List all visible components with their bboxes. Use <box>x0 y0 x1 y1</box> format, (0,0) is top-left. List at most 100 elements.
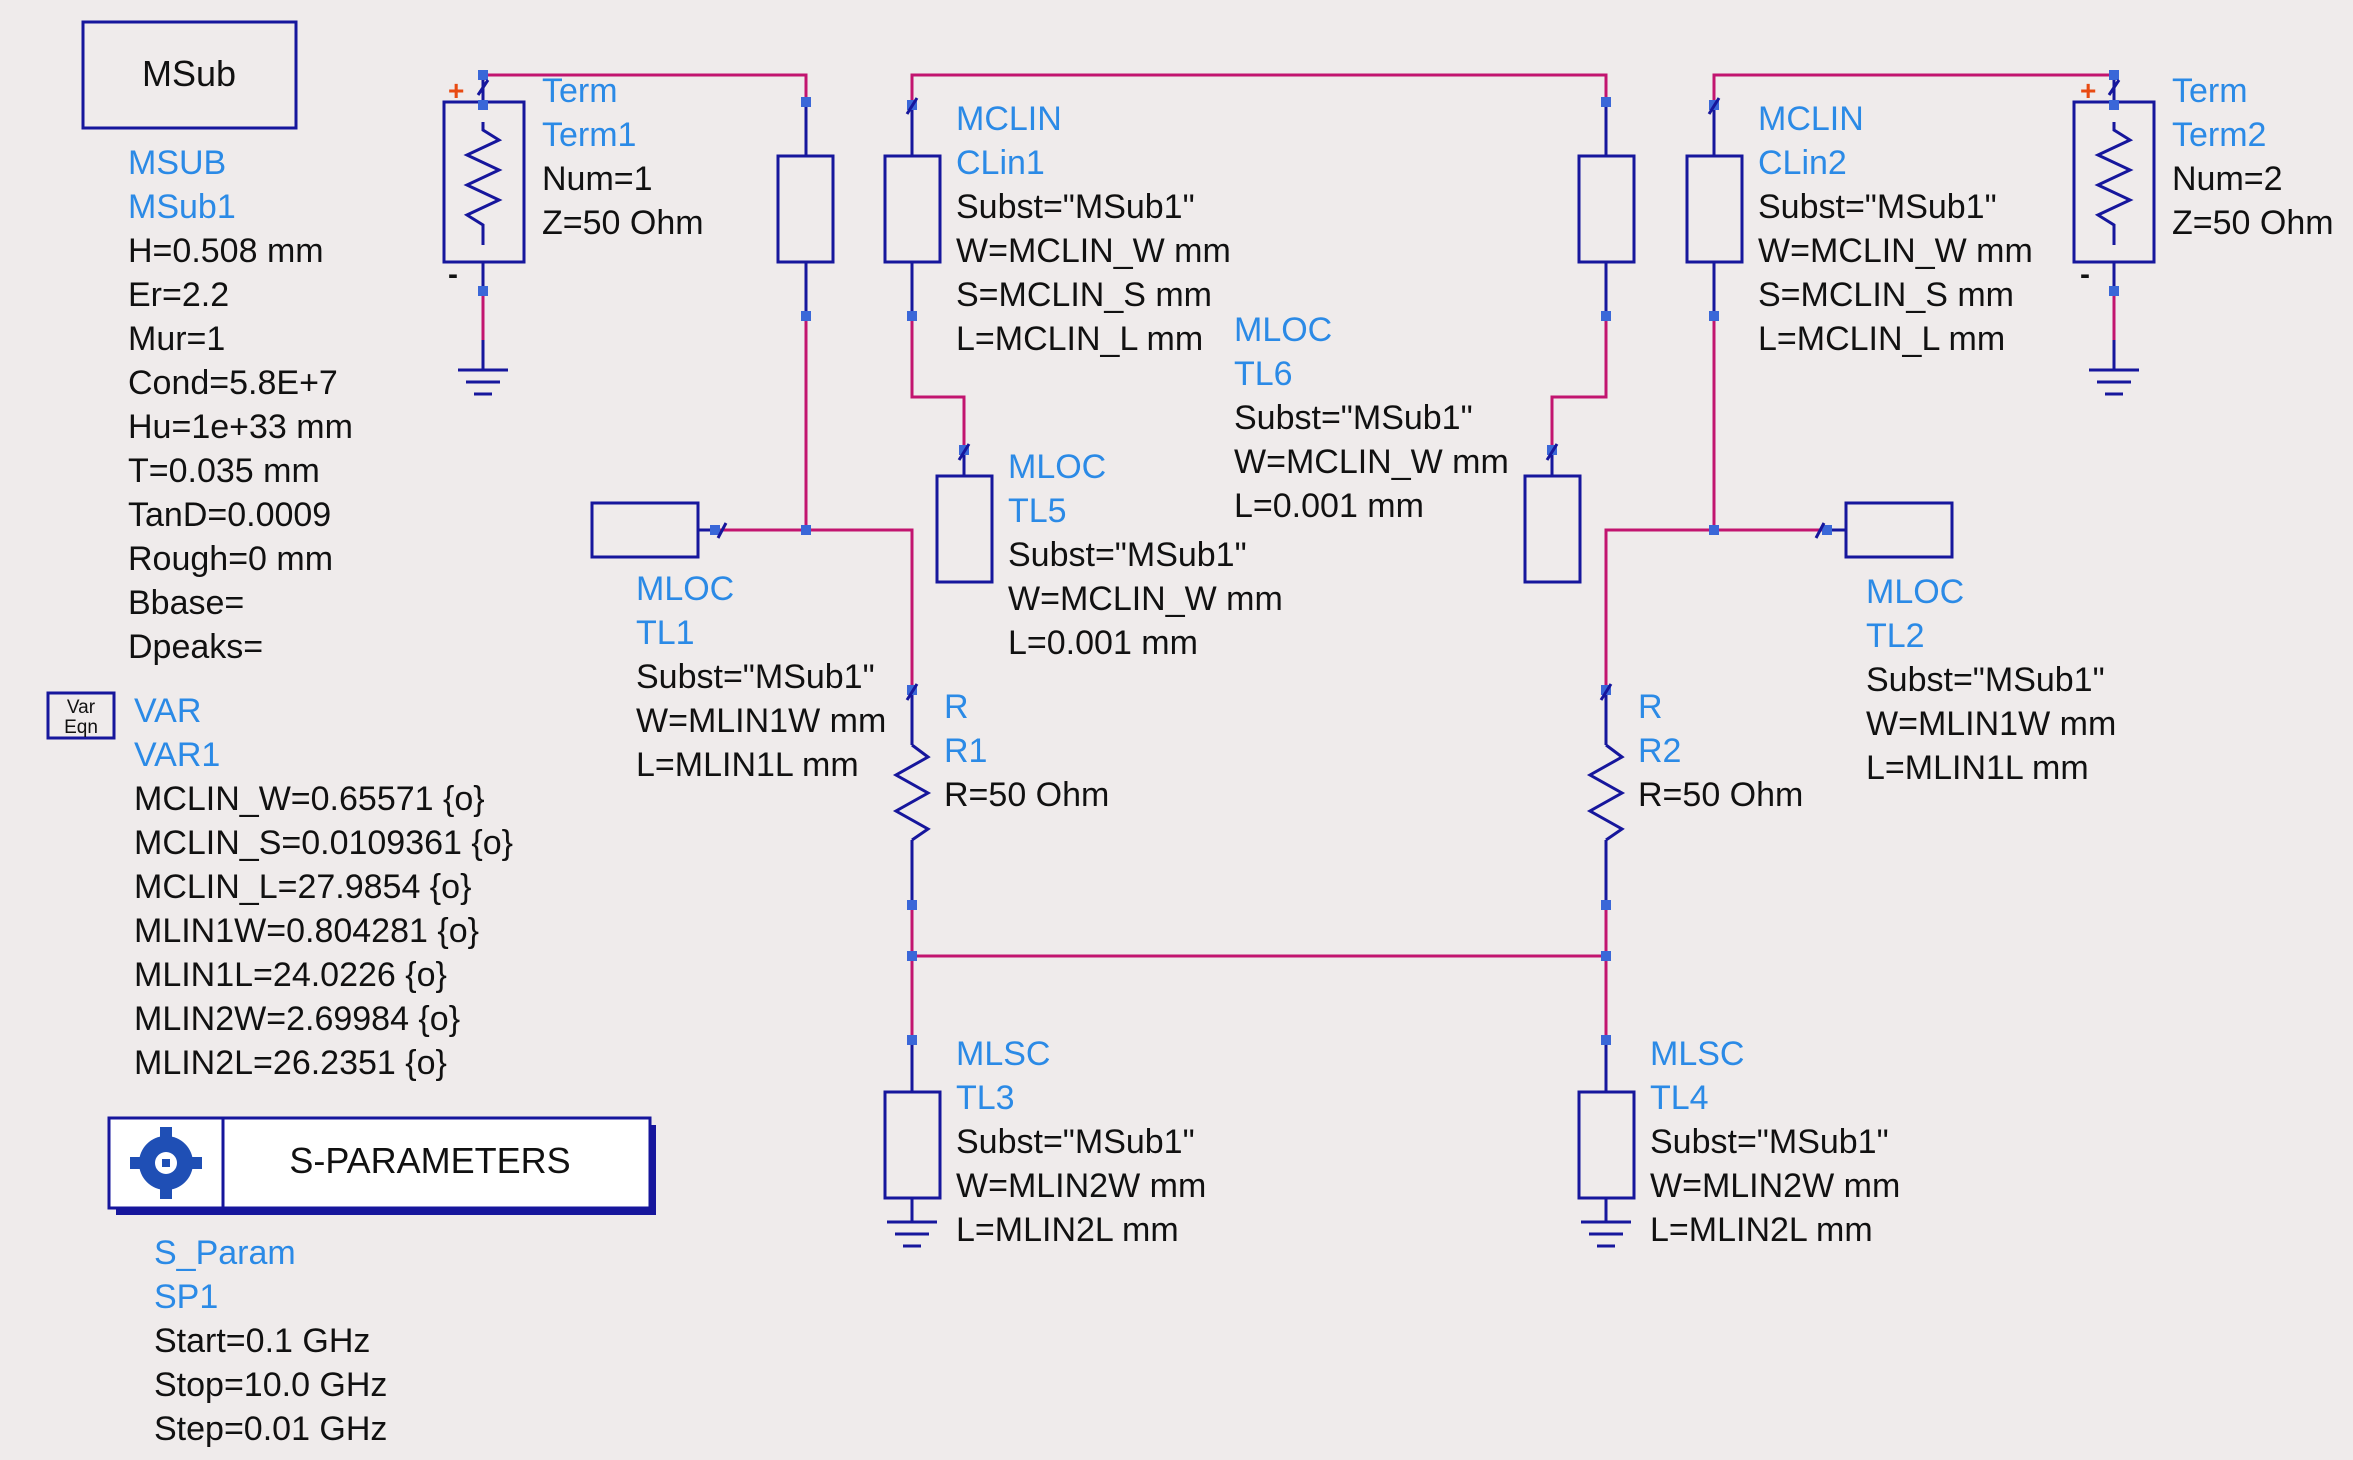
term1-param: Z=50 Ohm <box>542 204 704 242</box>
sparam-param: Step=0.01 GHz <box>154 1410 387 1448</box>
tl6-body[interactable] <box>1523 474 1582 584</box>
term1-plus-sign: + <box>448 75 464 106</box>
msub-name: MSub1 <box>128 188 236 226</box>
var-type: VAR <box>134 692 201 730</box>
var-param: MCLIN_L=27.9854 {o} <box>134 868 471 906</box>
tl4-component[interactable]: MLSC TL4 Subst="MSub1" W=MLIN2W mm L=MLI… <box>1577 1035 1900 1249</box>
clin1-body[interactable] <box>883 154 942 264</box>
eqn-icon-label: Eqn <box>64 717 98 738</box>
r2-name: R2 <box>1638 732 1681 770</box>
clin2-param: Subst="MSub1" <box>1758 188 1997 226</box>
msub-param: Dpeaks= <box>128 628 263 666</box>
term2-name: Term2 <box>2172 116 2266 154</box>
var-param: MLIN2L=26.2351 {o} <box>134 1044 447 1082</box>
tl2-param: Subst="MSub1" <box>1866 661 2105 699</box>
term1-component[interactable]: + - Term Term1 Num=1 Z=50 Ohm <box>442 70 704 396</box>
sparam-box-title: S-PARAMETERS <box>289 1140 570 1181</box>
clin2-body[interactable] <box>1685 154 1744 264</box>
tl5-body[interactable] <box>935 474 994 584</box>
term2-component[interactable]: + - Term Term2 Num=2 Z=50 Ohm <box>2072 70 2334 396</box>
tl5-param: L=0.001 mm <box>1008 624 1198 662</box>
r1-param: R=50 Ohm <box>944 776 1109 814</box>
wire-tl2-junction[interactable] <box>1604 528 1830 690</box>
term2-minus-sign: - <box>2080 258 2090 291</box>
stub-body[interactable] <box>776 154 835 264</box>
tl4-type: MLSC <box>1650 1035 1744 1073</box>
wire-clin-top[interactable] <box>910 73 1608 105</box>
ground-icon <box>1581 1220 1631 1248</box>
tl4-body[interactable] <box>1577 1090 1636 1200</box>
msub-param: Er=2.2 <box>128 276 229 314</box>
msub-component[interactable]: MSub MSUB MSub1 H=0.508 mm Er=2.2 Mur=1 … <box>81 20 353 666</box>
term2-type: Term <box>2172 72 2248 110</box>
term1-resistor-zigzag <box>463 122 503 245</box>
clin1-param: W=MCLIN_W mm <box>956 232 1231 270</box>
tl6-name: TL6 <box>1234 355 1293 393</box>
var-component[interactable]: Var Eqn VAR VAR1 MCLIN_W=0.65571 {o} MCL… <box>46 691 513 1082</box>
msub-param: Bbase= <box>128 584 244 622</box>
tl4-param: L=MLIN2L mm <box>1650 1211 1873 1249</box>
clin2-name: CLin2 <box>1758 144 1847 182</box>
tl4-param: W=MLIN2W mm <box>1650 1167 1900 1205</box>
tl4-name: TL4 <box>1650 1079 1709 1117</box>
tl3-type: MLSC <box>956 1035 1050 1073</box>
term2-resistor-zigzag <box>2094 122 2134 245</box>
var-param: MCLIN_S=0.0109361 {o} <box>134 824 513 862</box>
tl1-param: L=MLIN1L mm <box>636 746 859 784</box>
tl2-param: W=MLIN1W mm <box>1866 705 2116 743</box>
wire-clin1-tl5[interactable] <box>910 316 966 450</box>
var-param: MLIN1W=0.804281 {o} <box>134 912 479 950</box>
tl4-param: Subst="MSub1" <box>1650 1123 1889 1161</box>
var-name: VAR1 <box>134 736 220 774</box>
ground-icon <box>2089 340 2139 396</box>
r1-type: R <box>944 688 969 726</box>
sparam-param: Start=0.1 GHz <box>154 1322 370 1360</box>
sparam-param: Stop=10.0 GHz <box>154 1366 387 1404</box>
r2-component[interactable]: R R2 R=50 Ohm <box>1586 683 1803 910</box>
r2-type: R <box>1638 688 1663 726</box>
ground-icon <box>887 1220 937 1248</box>
tl1-body[interactable] <box>590 501 700 559</box>
msub-symbol-label: MSub <box>142 53 236 94</box>
tl3-component[interactable]: MLSC TL3 Subst="MSub1" W=MLIN2W mm L=MLI… <box>883 1035 1206 1249</box>
clin1-type: MCLIN <box>956 100 1062 138</box>
stub-body[interactable] <box>1577 154 1636 264</box>
tl5-component[interactable]: MLOC TL5 Subst="MSub1" W=MCLIN_W mm L=0.… <box>935 443 1283 662</box>
term1-param: Num=1 <box>542 160 653 198</box>
clin2-component[interactable]: MCLIN CLin2 Subst="MSub1" W=MCLIN_W mm S… <box>1685 97 2033 358</box>
tl3-body[interactable] <box>883 1090 942 1200</box>
tl6-vertical-stub[interactable] <box>1577 97 1636 321</box>
tl5-name: TL5 <box>1008 492 1067 530</box>
msub-param: Cond=5.8E+7 <box>128 364 338 402</box>
wire-tl1-junction[interactable] <box>712 528 914 690</box>
clin1-component[interactable]: MCLIN CLin1 Subst="MSub1" W=MCLIN_W mm S… <box>883 97 1231 358</box>
term2-plus-sign: + <box>2080 75 2096 106</box>
var-param: MLIN2W=2.69984 {o} <box>134 1000 460 1038</box>
tl1-vertical-stub[interactable] <box>776 97 835 321</box>
tl5-param: Subst="MSub1" <box>1008 536 1247 574</box>
tl6-component[interactable]: MLOC TL6 Subst="MSub1" W=MCLIN_W mm L=0.… <box>1234 311 1582 584</box>
msub-box[interactable] <box>81 20 298 130</box>
r1-component[interactable]: R R1 R=50 Ohm <box>892 683 1109 910</box>
tl2-body[interactable] <box>1844 501 1954 559</box>
gear-icon <box>130 1127 202 1199</box>
tl2-param: L=MLIN1L mm <box>1866 749 2089 787</box>
tl1-component[interactable]: MLOC TL1 Subst="MSub1" W=MLIN1W mm L=MLI… <box>590 501 886 784</box>
msub-param: TanD=0.0009 <box>128 496 331 534</box>
var-icon-label: Var <box>67 697 96 718</box>
r2-param: R=50 Ohm <box>1638 776 1803 814</box>
wire-clin2-tl6[interactable] <box>1550 316 1608 450</box>
tl2-component[interactable]: MLOC TL2 Subst="MSub1" W=MLIN1W mm L=MLI… <box>1814 501 2116 787</box>
msub-param: Rough=0 mm <box>128 540 333 578</box>
tl6-param: W=MCLIN_W mm <box>1234 443 1509 481</box>
var-eqn-icon[interactable] <box>46 691 116 740</box>
term2-param: Num=2 <box>2172 160 2283 198</box>
term2-param: Z=50 Ohm <box>2172 204 2334 242</box>
tl5-type: MLOC <box>1008 448 1106 486</box>
wire-term1-top[interactable] <box>481 73 808 102</box>
sparam-component[interactable]: S-PARAMETERS S_Param SP1 Start=0.1 GHz S… <box>107 1116 656 1448</box>
sparam-type: S_Param <box>154 1234 296 1272</box>
tl3-param: L=MLIN2L mm <box>956 1211 1179 1249</box>
msub-type: MSUB <box>128 144 226 182</box>
